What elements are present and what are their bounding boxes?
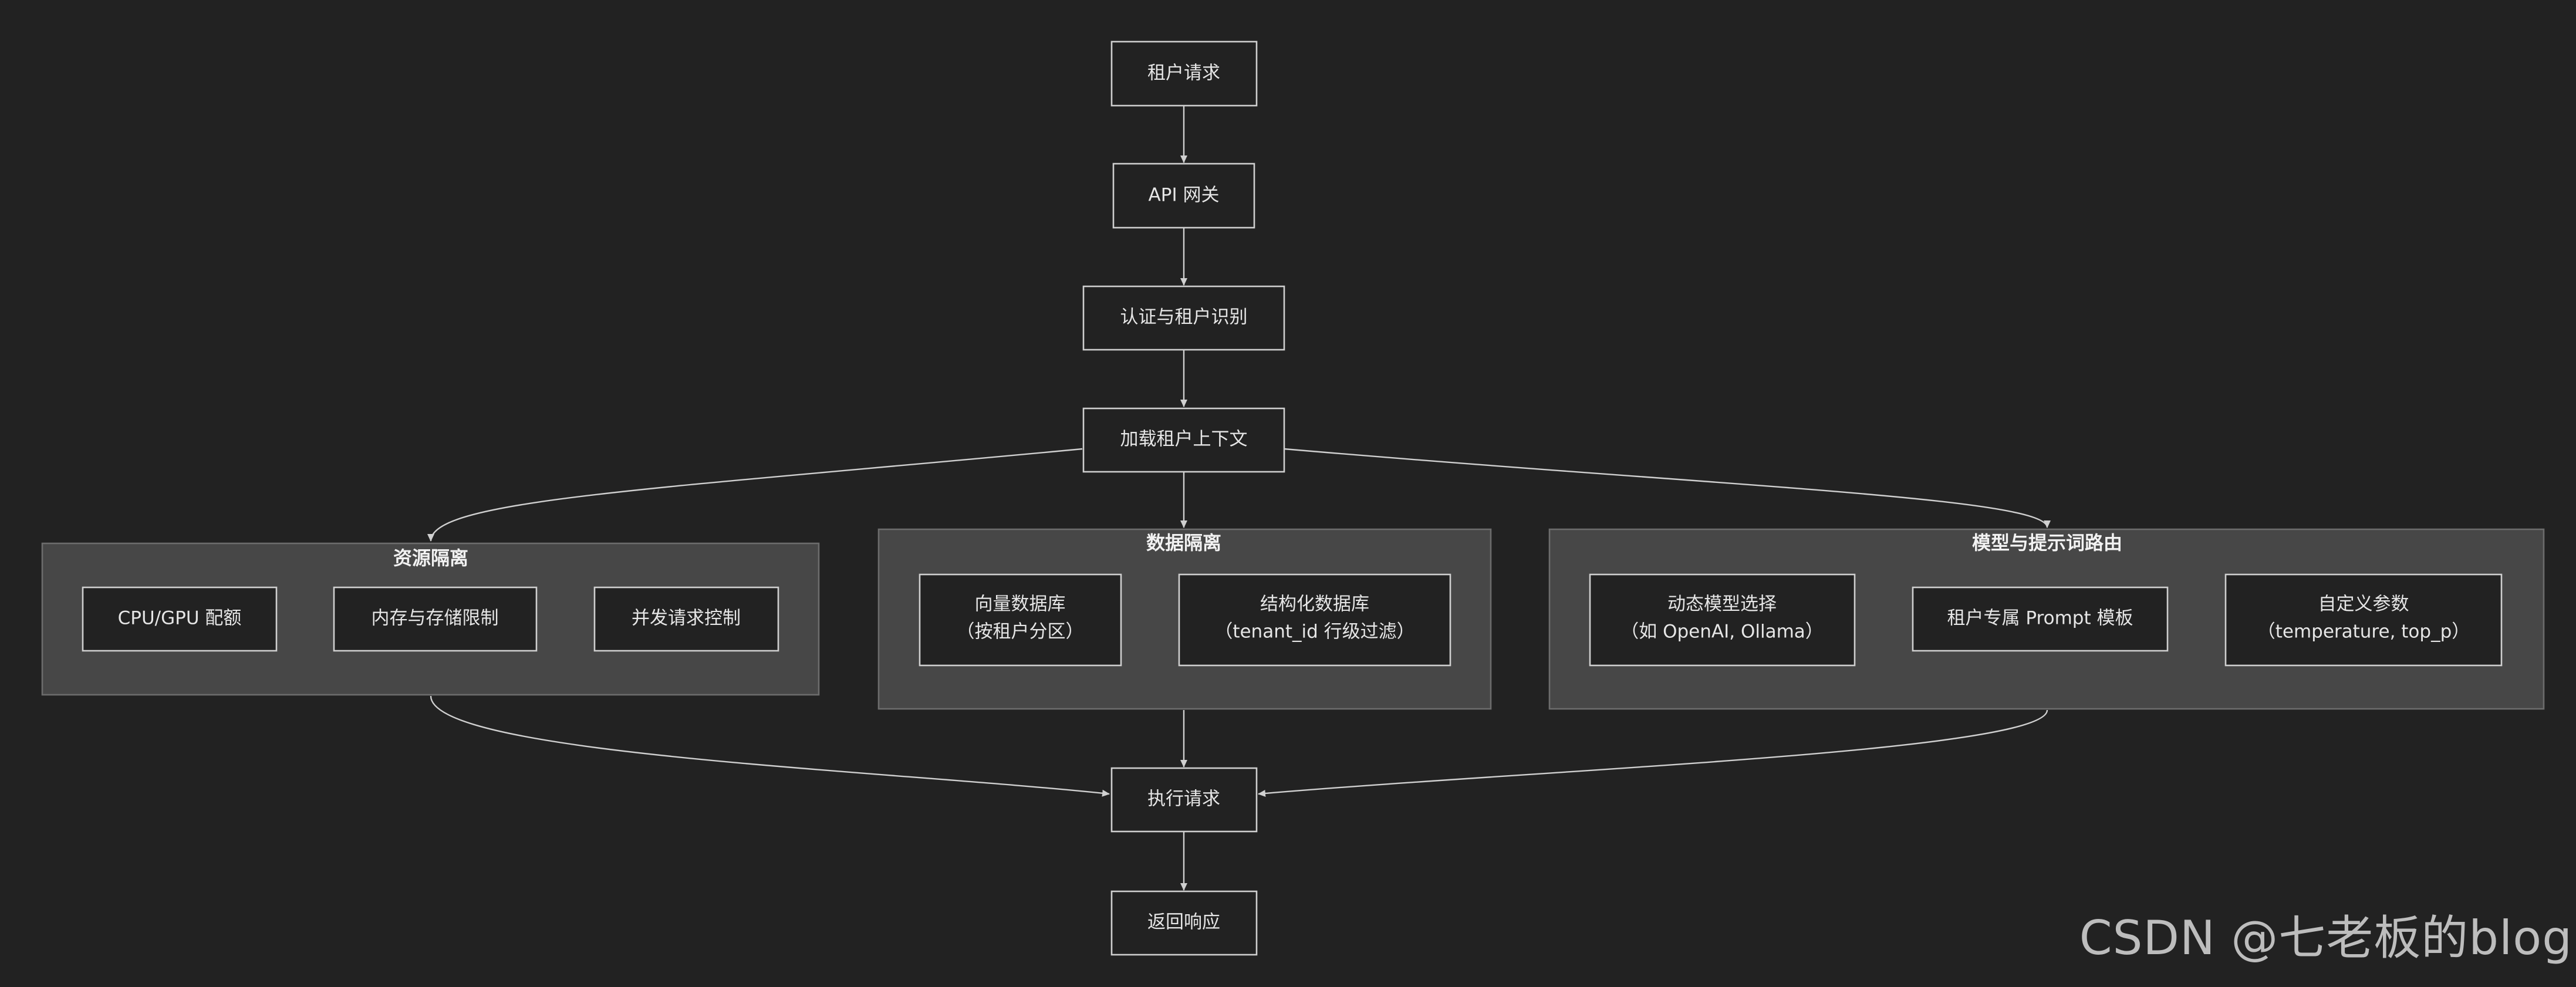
- model-dynamic-selection[interactable]: 动态模型选择 （如 OpenAI, Ollama）: [1589, 573, 1856, 667]
- node-execute[interactable]: 执行请求: [1110, 767, 1258, 833]
- group-data-isolation: 数据隔离 向量数据库 （按租户分区） 结构化数据库 （tenant_id 行级过…: [877, 528, 1492, 710]
- resource-memory-storage-limit[interactable]: 内存与存储限制: [333, 586, 538, 652]
- model-dynamic-selection-line1: 动态模型选择: [1667, 594, 1777, 615]
- watermark-text: CSDN @七老板的blog: [2079, 911, 2572, 965]
- model-prompt-template-label: 租户专属 Prompt 模板: [1947, 608, 2133, 629]
- node-tenant-request-label: 租户请求: [1147, 63, 1220, 84]
- data-vector-database[interactable]: 向量数据库 （按租户分区）: [919, 573, 1122, 667]
- group-model-routing: 模型与提示词路由 动态模型选择 （如 OpenAI, Ollama） 租户专属 …: [1548, 528, 2545, 710]
- edge-context-to-resource: [427, 448, 1083, 542]
- data-vector-database-line1: 向量数据库: [975, 594, 1066, 615]
- group-resource-isolation: 资源隔离 CPU/GPU 配额 内存与存储限制 并发请求控制: [41, 542, 820, 696]
- edge-context-to-model: [1284, 448, 2051, 528]
- data-structured-database-line2: （tenant_id 行级过滤）: [1214, 621, 1414, 643]
- model-prompt-template[interactable]: 租户专属 Prompt 模板: [1912, 586, 2169, 652]
- edge-resource-to-execute: [430, 695, 1110, 797]
- edges: [427, 106, 2051, 891]
- group-resource-title: 资源隔离: [393, 547, 468, 569]
- edge-model-to-execute: [1258, 709, 2048, 797]
- group-model-title: 模型与提示词路由: [1972, 532, 2122, 554]
- node-load-context-label: 加载租户上下文: [1120, 429, 1248, 450]
- resource-concurrency-control[interactable]: 并发请求控制: [593, 586, 779, 652]
- model-custom-params-line1: 自定义参数: [2318, 594, 2409, 615]
- resource-cpu-gpu-quota-label: CPU/GPU 配额: [118, 608, 242, 629]
- group-data-title: 数据隔离: [1146, 532, 1221, 554]
- resource-memory-storage-limit-label: 内存与存储限制: [372, 608, 499, 629]
- model-custom-params[interactable]: 自定义参数 （temperature, top_p）: [2224, 573, 2503, 667]
- node-response-label: 返回响应: [1147, 912, 1220, 933]
- model-custom-params-line2: （temperature, top_p）: [2257, 621, 2470, 643]
- node-tenant-request[interactable]: 租户请求: [1110, 40, 1258, 107]
- resource-cpu-gpu-quota[interactable]: CPU/GPU 配额: [82, 586, 278, 652]
- node-execute-label: 执行请求: [1147, 789, 1220, 810]
- node-response[interactable]: 返回响应: [1110, 890, 1258, 956]
- model-dynamic-selection-line2: （如 OpenAI, Ollama）: [1620, 621, 1824, 643]
- node-api-gateway[interactable]: API 网关: [1112, 163, 1255, 229]
- data-structured-database-line1: 结构化数据库: [1260, 594, 1369, 615]
- data-structured-database[interactable]: 结构化数据库 （tenant_id 行级过滤）: [1178, 573, 1451, 667]
- node-auth[interactable]: 认证与租户识别: [1082, 285, 1285, 351]
- data-vector-database-line2: （按租户分区）: [957, 621, 1084, 643]
- node-load-context[interactable]: 加载租户上下文: [1082, 407, 1285, 473]
- resource-concurrency-control-label: 并发请求控制: [632, 608, 741, 629]
- node-api-gateway-label: API 网关: [1149, 185, 1220, 206]
- node-auth-label: 认证与租户识别: [1120, 307, 1248, 328]
